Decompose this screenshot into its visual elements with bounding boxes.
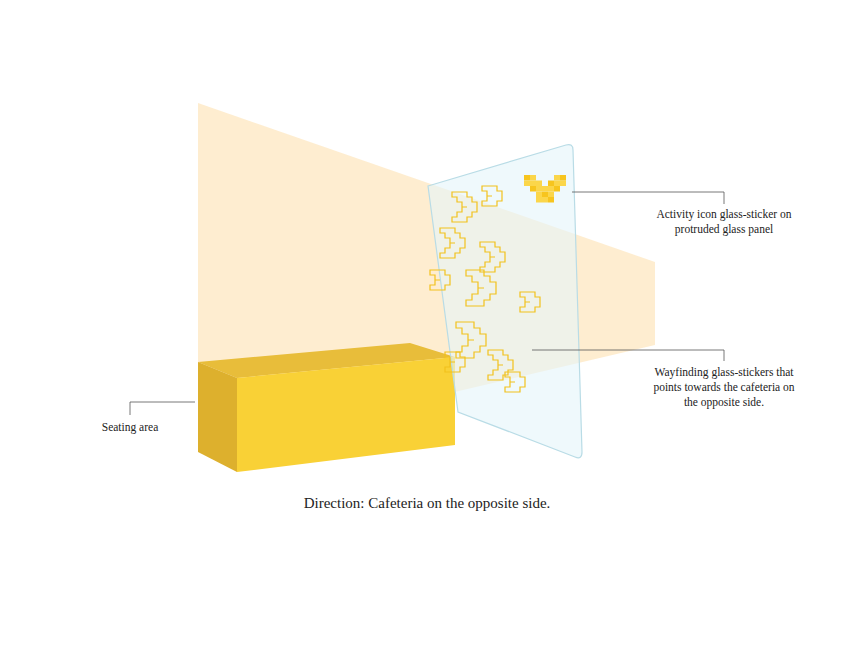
- bench-side: [198, 362, 237, 472]
- wayfinding-sticker: [452, 192, 477, 222]
- icon-pixel: [530, 181, 536, 187]
- icon-pixel: [560, 181, 566, 187]
- callout-label: Seating area: [68, 420, 192, 435]
- icon-pixel: [524, 181, 530, 187]
- glass-panel: [428, 145, 582, 458]
- icon-pixel: [530, 186, 536, 192]
- icon-pixel: [548, 197, 554, 203]
- leader-line: [572, 192, 724, 204]
- icon-pixel: [542, 197, 548, 203]
- wayfinding-sticker: [520, 292, 540, 312]
- icon-pixel: [548, 186, 554, 192]
- callout-label: Activity icon glass-sticker on protruded…: [642, 207, 806, 237]
- icon-pixel: [554, 181, 560, 187]
- icon-pixel: [542, 186, 548, 192]
- leader-line: [130, 402, 195, 415]
- wayfinding-sticker: [488, 350, 513, 380]
- leader-line: [532, 350, 724, 361]
- wayfinding-sticker: [430, 270, 450, 290]
- icon-pixel: [554, 186, 560, 192]
- bench-front: [237, 357, 455, 472]
- wayfinding-sticker: [505, 372, 525, 392]
- callout-label: Wayfinding glass-stickers that points to…: [646, 365, 802, 410]
- icon-pixel: [554, 175, 560, 181]
- icon-pixel: [536, 181, 542, 187]
- icon-pixel: [542, 192, 548, 198]
- wayfinding-stickers: [430, 186, 540, 392]
- activity-icon: [524, 175, 566, 203]
- bench: [198, 343, 455, 472]
- wayfinding-sticker: [482, 186, 502, 206]
- icon-pixel: [560, 175, 566, 181]
- wayfinding-sticker: [466, 270, 496, 306]
- caption: Direction: Cafeteria on the opposite sid…: [304, 494, 551, 513]
- icon-pixel: [536, 186, 542, 192]
- icon-pixel: [548, 192, 554, 198]
- icon-pixel: [536, 197, 542, 203]
- icon-pixel: [548, 181, 554, 187]
- wayfinding-sticker: [440, 228, 465, 258]
- wayfinding-sticker: [445, 352, 465, 372]
- wayfinding-sticker: [480, 242, 505, 272]
- icon-pixel: [524, 175, 530, 181]
- icon-pixel: [536, 192, 542, 198]
- leader-lines: [130, 192, 724, 415]
- icon-pixel: [530, 175, 536, 181]
